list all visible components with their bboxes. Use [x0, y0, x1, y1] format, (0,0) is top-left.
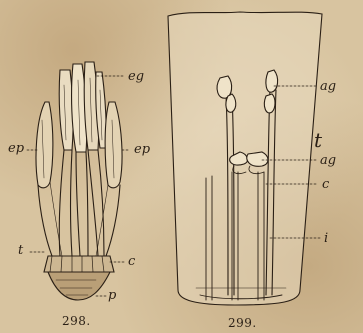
label-eg: eg	[128, 70, 144, 83]
figure-299-illustration	[168, 12, 322, 305]
label-p: p	[108, 289, 116, 302]
label-t-299: t	[314, 130, 322, 150]
label-ag-top: ag	[320, 80, 336, 93]
label-ag-mid: ag	[320, 154, 336, 167]
figure-298-illustration	[36, 62, 122, 300]
figure-number-299: 299.	[228, 316, 257, 330]
label-ep-right: ep	[134, 143, 150, 156]
label-t: t	[18, 244, 23, 257]
label-i: i	[324, 232, 328, 245]
figure-number-298: 298.	[62, 314, 91, 328]
label-c-299: c	[322, 178, 329, 191]
label-ep-left: ep	[8, 142, 24, 155]
label-c: c	[128, 255, 135, 268]
